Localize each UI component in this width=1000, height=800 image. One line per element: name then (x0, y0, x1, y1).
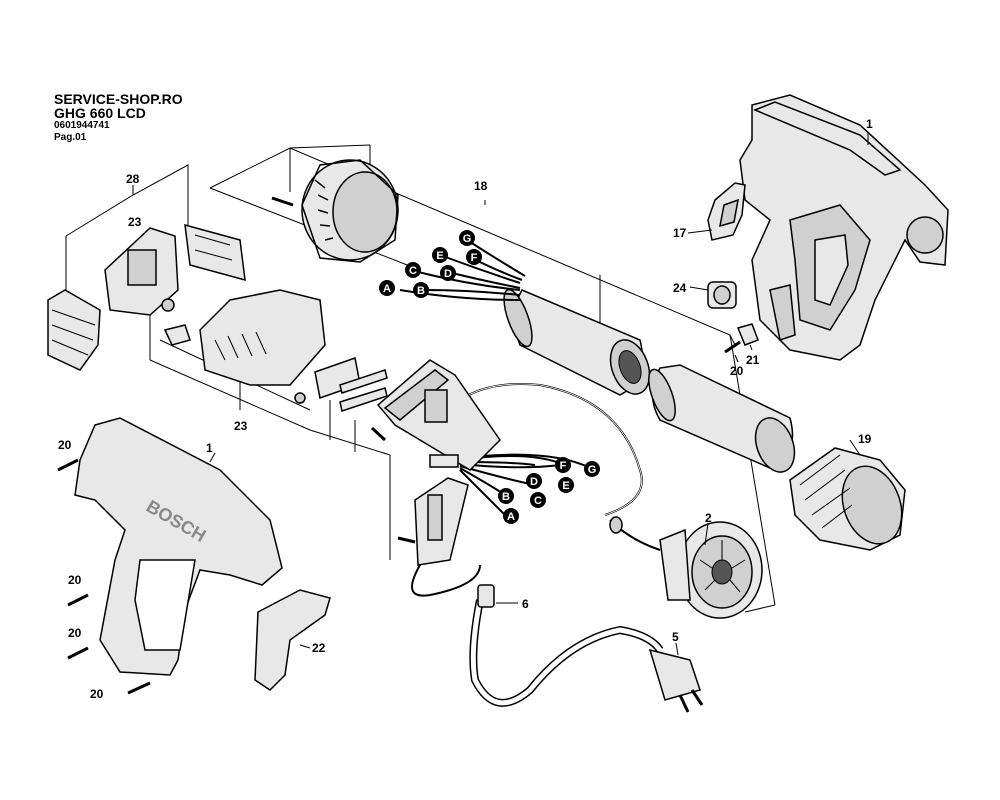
label-20-left-mid: 20 (68, 573, 82, 587)
shop-name: SERVICE-SHOP.RO (54, 91, 183, 107)
connector-bottom-b: B (498, 488, 514, 504)
part-22-cover (254, 589, 331, 691)
label-20-bottom: 20 (90, 687, 104, 701)
connector-bottom-a: A (503, 508, 519, 524)
connectors-bottom: A B C D E F G (498, 457, 600, 524)
connector-top-f: F (466, 249, 482, 265)
housing-half-right (739, 94, 949, 361)
svg-text:B: B (502, 491, 510, 503)
svg-text:D: D (444, 268, 452, 280)
bracket-28 (65, 164, 189, 290)
label-20-right: 20 (730, 364, 744, 378)
label-20-left-top: 20 (58, 438, 72, 452)
part-19-cap (789, 447, 906, 551)
connector-top-b: B (413, 282, 429, 298)
label-17: 17 (673, 226, 687, 240)
svg-text:C: C (534, 495, 542, 507)
label-1-left: 1 (206, 441, 213, 455)
connector-top-c: C (405, 262, 421, 278)
svg-text:F: F (560, 460, 567, 472)
header-block: SERVICE-SHOP.RO GHG 660 LCD 0601944741 P… (54, 92, 183, 143)
connectors-top: A B C D E F G (379, 230, 482, 298)
control-pcb (370, 359, 501, 471)
label-19: 19 (858, 432, 872, 446)
label-20-left-low: 20 (68, 626, 82, 640)
svg-text:E: E (562, 480, 569, 492)
part-23-frame (163, 289, 326, 404)
nozzle-tube (648, 364, 796, 473)
svg-text:F: F (471, 252, 478, 264)
insulation-strips (314, 357, 388, 412)
connector-bottom-d: D (526, 473, 542, 489)
leader-lines (209, 132, 869, 656)
label-2: 2 (705, 511, 712, 525)
screws-20-left (57, 458, 151, 695)
part-labels: 1 1 2 5 6 17 18 19 20 20 20 20 20 21 22 … (58, 117, 873, 701)
power-cord (411, 564, 704, 713)
part-2-motor-fan (609, 516, 763, 619)
part-24-knob (707, 281, 737, 309)
svg-text:G: G (588, 464, 597, 476)
connector-bottom-c: C (530, 492, 546, 508)
part-number: 0601944741 (54, 120, 110, 131)
model-name: GHG 660 LCD (54, 105, 146, 121)
label-22: 22 (312, 641, 326, 655)
connector-bottom-g: G (584, 461, 600, 477)
label-5: 5 (672, 630, 679, 644)
svg-text:E: E (436, 250, 443, 262)
housing-half-left: BOSCH (74, 417, 283, 676)
connector-top-d: D (440, 265, 456, 281)
label-23-bottom: 23 (234, 419, 248, 433)
svg-text:G: G (463, 233, 472, 245)
part-28-assembly (47, 223, 246, 371)
label-1-right: 1 (866, 117, 873, 131)
svg-text:A: A (383, 283, 391, 295)
label-21: 21 (746, 353, 760, 367)
fan-housing (271, 159, 399, 263)
connector-top-e: E (432, 247, 448, 263)
svg-text:B: B (417, 285, 425, 297)
label-23-top: 23 (128, 215, 142, 229)
bracket-23 (149, 312, 391, 560)
label-6: 6 (522, 597, 529, 611)
connector-bottom-f: F (555, 457, 571, 473)
connector-top-g: G (459, 230, 475, 246)
part-17-cover (707, 182, 746, 241)
svg-text:C: C (409, 265, 417, 277)
svg-text:D: D (530, 476, 538, 488)
connector-bottom-e: E (558, 477, 574, 493)
label-24: 24 (673, 281, 687, 295)
page-number: Pag.01 (54, 132, 87, 143)
part-21-clip (724, 323, 759, 354)
connector-top-a: A (379, 280, 395, 296)
label-18: 18 (474, 179, 488, 193)
display-module (397, 477, 469, 566)
heating-tube (503, 288, 651, 396)
label-28: 28 (126, 172, 140, 186)
svg-text:A: A (507, 511, 515, 523)
